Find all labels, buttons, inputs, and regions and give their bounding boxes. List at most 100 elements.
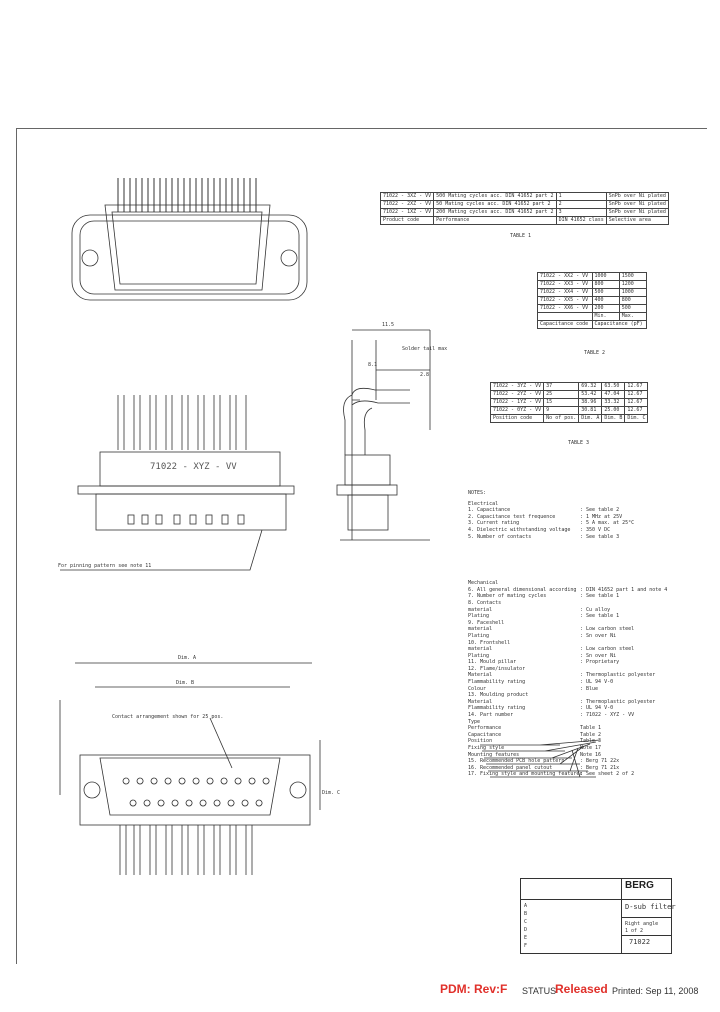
note-line: 2. Capacitance test frequence : 1 MHz at … (468, 514, 688, 521)
note-label: 11. Mould pillar (468, 659, 517, 666)
note-label: Material (468, 672, 493, 679)
note-label: 9. Faceshell (468, 619, 505, 626)
note-label: 2. Capacitance test frequence (468, 513, 556, 520)
note-value: : 1 MHz at 25V (580, 513, 623, 520)
note-line: Flammability rating : UL 94 V-0 (468, 705, 688, 712)
sheet-number: 1 of 2 (625, 928, 644, 934)
note-label: material (468, 646, 493, 653)
note-line: 14. Part number : 71022 - XYZ - VV (468, 712, 688, 719)
mechanical-heading: Mechanical (468, 580, 499, 587)
note-line: Plating: Sn over Ni (468, 633, 688, 640)
note-label: material (468, 626, 493, 633)
note-value: : UL 94 V-0 (580, 679, 614, 686)
note-value: : Cu alloy (580, 606, 611, 613)
note-line: 8. Contacts (468, 600, 688, 607)
title-block: BERG D-sub filter Right angle 1 of 2 710… (520, 878, 676, 954)
note-label: 8. Contacts (468, 599, 502, 606)
note-value: : UL 94 V-0 (580, 705, 614, 712)
note-value: : Thermoplastic polyester (580, 672, 656, 679)
contact-arrangement-note: Contact arrangement shown for 25 pos. (112, 714, 224, 720)
note-value: : Thermoplastic polyester (580, 698, 656, 705)
note-line: 9. Faceshell (468, 620, 688, 627)
note-value: : Low carbon steel (580, 646, 635, 653)
note-value: : See table 2 (580, 507, 620, 514)
note-label: 1. Capacitance (468, 507, 511, 514)
note-line: 17. Fixing style and mounting features: … (468, 771, 688, 778)
mechanical-list: 6. All general dimensional according: DI… (468, 587, 688, 778)
drawing-subtitle: Right angle (625, 921, 659, 927)
note-line: 13. Moulding product (468, 692, 688, 699)
note-value: : See table 3 (580, 533, 620, 540)
note-line: material : Low carbon steel (468, 626, 688, 633)
note-label: Colour (468, 685, 487, 692)
top-view-pins (117, 178, 257, 212)
note-line: Position Table 3 (468, 738, 688, 745)
note-line: 1. Capacitance : See table 2 (468, 507, 688, 514)
note-line: Type (468, 719, 688, 726)
note-label: 5. Number of contacts (468, 533, 532, 540)
table-3-caption: TABLE 3 (568, 440, 590, 446)
note-label: Material (468, 698, 493, 705)
electrical-heading: Electrical (468, 500, 499, 507)
note-line: Colour: Blue (468, 686, 688, 693)
note-line: Material : Thermoplastic polyester (468, 699, 688, 706)
note-line: 7. Number of mating cycles: See table 1 (468, 593, 688, 600)
note-label: Flammability rating (468, 679, 526, 686)
front-view-connector (60, 395, 295, 571)
note-value: Note 17 (580, 745, 602, 751)
pdm-revision: PDM: Rev:F (440, 982, 508, 996)
drawing-title: D-sub filter (625, 903, 676, 911)
table-1-caption: TABLE 1 (510, 233, 532, 239)
note-label: Flammability rating (468, 705, 526, 712)
note-label: Capacitance (468, 731, 502, 738)
note-label: Mounting features (468, 751, 520, 758)
note-line: 12. Flame/insulator (468, 666, 688, 673)
revision-row: A (524, 903, 528, 909)
part-label: 71022 - XYZ - VV (150, 462, 237, 472)
note-value: : Low carbon steel (580, 626, 635, 633)
note-label: 16. Recommended panel cutout (468, 764, 553, 771)
note-line: Material : Thermoplastic polyester (468, 672, 688, 679)
note-value: Note 16 (580, 751, 602, 758)
note-line: Mounting features Note 16 (468, 752, 688, 759)
note-value: : 71022 - XYZ - VV (580, 712, 635, 719)
note-value: : Proprietary (580, 659, 620, 666)
note-value: Table 3 (580, 738, 602, 745)
note-label: Position (468, 738, 493, 745)
note-label: 4. Dielectric withstanding voltage (468, 526, 571, 533)
note-label: 10. Frontshell (468, 639, 511, 646)
side-dim-1: 11.5 (382, 322, 395, 328)
bottom-view-connector (59, 662, 321, 875)
drawing-sheet-border (16, 128, 707, 964)
note-label: Plating (468, 652, 490, 659)
revision-row: B (524, 911, 528, 917)
note-line: material : Cu alloy (468, 607, 688, 614)
note-label: Plating (468, 613, 490, 620)
note-line: Fixing style Note 17 (468, 745, 688, 752)
note-label: material (468, 606, 493, 613)
notes-block: NOTES: Electrical 1. Capacitance: See ta… (468, 490, 688, 778)
printed-date: Printed: Sep 11, 2008 (612, 986, 699, 996)
revision-row: F (524, 943, 528, 949)
dim-a-label: Dim. A (178, 655, 197, 661)
note-label: 6. All general dimensional according (468, 586, 577, 593)
note-label: Fixing style (468, 745, 505, 751)
note-value: : 5 A max. at 25°C (580, 520, 635, 527)
note-line: Flammability rating : UL 94 V-0 (468, 679, 688, 686)
note-label: 14. Part number (468, 712, 514, 719)
note-line: 3. Current rating: 5 A max. at 25°C (468, 520, 688, 527)
